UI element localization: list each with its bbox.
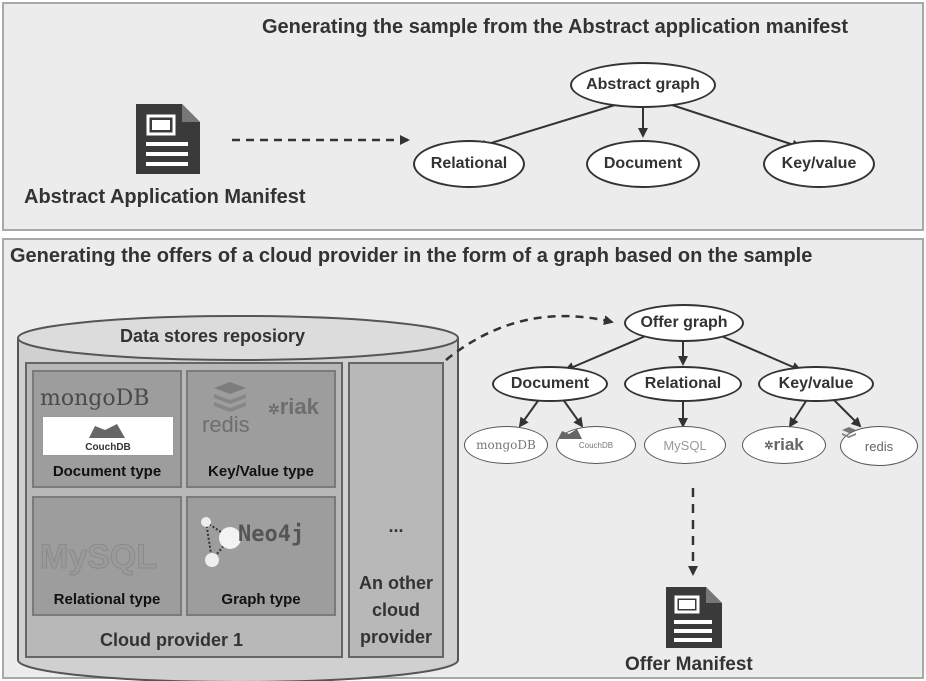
redis-cube-icon — [842, 427, 856, 438]
other-provider-label: An other cloud provider — [359, 573, 433, 647]
repository-title: Data stores reposiory — [120, 326, 306, 346]
document-icon — [666, 587, 722, 648]
cloud-provider-1-label: Cloud provider 1 — [100, 630, 244, 650]
relational-type-label: Relational type — [53, 591, 161, 608]
neo4j-logo: Neo4j — [238, 522, 305, 547]
couchdb-logo: CouchDB — [42, 416, 174, 456]
redis-cube-icon — [214, 382, 246, 412]
offer-key-value-node: Key/value — [758, 366, 874, 402]
offer-couchdb-node: CouchDB — [556, 426, 636, 464]
abstract-manifest-label: Abstract Application Manifest — [24, 186, 306, 208]
mysql-logo: MySQL — [39, 538, 158, 577]
other-provider-ellipsis: ... — [388, 516, 404, 536]
key-value-type-cell: redis ✲riak Key/Value type — [186, 370, 336, 488]
offer-manifest-label: Offer Manifest — [625, 654, 753, 675]
graph-type-cell: Neo4j Graph type — [186, 496, 336, 616]
neo4j-graph-icon — [201, 517, 241, 567]
offer-document-node: Document — [492, 366, 608, 402]
redis-logo: redis — [202, 412, 250, 437]
offer-riak-node: ✲riak — [742, 426, 826, 464]
document-icon — [136, 104, 200, 174]
couch-icon — [89, 424, 125, 438]
offer-redis-node: redis — [840, 426, 918, 466]
couch-icon — [558, 429, 582, 439]
graph-type-label: Graph type — [221, 591, 301, 608]
bottom-section-title: Generating the offers of a cloud provide… — [10, 245, 813, 267]
relational-type-cell: MySQL Relational type — [32, 496, 182, 616]
document-type-cell: mongoDB CouchDB Document type — [32, 370, 182, 488]
offer-mongodb-node: mongoDB — [464, 426, 548, 464]
key-value-type-label: Key/Value type — [208, 463, 314, 480]
riak-logo: ✲riak — [268, 394, 319, 419]
offer-mysql-node: MySQL — [644, 426, 726, 464]
mongodb-logo: mongoDB — [40, 386, 150, 411]
offer-relational-node: Relational — [624, 366, 742, 402]
key-value-node: Key/value — [763, 140, 875, 188]
document-type-label: Document type — [52, 463, 162, 480]
relational-node: Relational — [413, 140, 525, 188]
other-cloud-provider-box: ... An other cloud provider — [348, 362, 444, 658]
document-node: Document — [586, 140, 700, 188]
offer-graph-node: Offer graph — [624, 304, 744, 342]
top-section-title: Generating the sample from the Abstract … — [262, 16, 849, 38]
abstract-graph-node: Abstract graph — [570, 62, 716, 108]
